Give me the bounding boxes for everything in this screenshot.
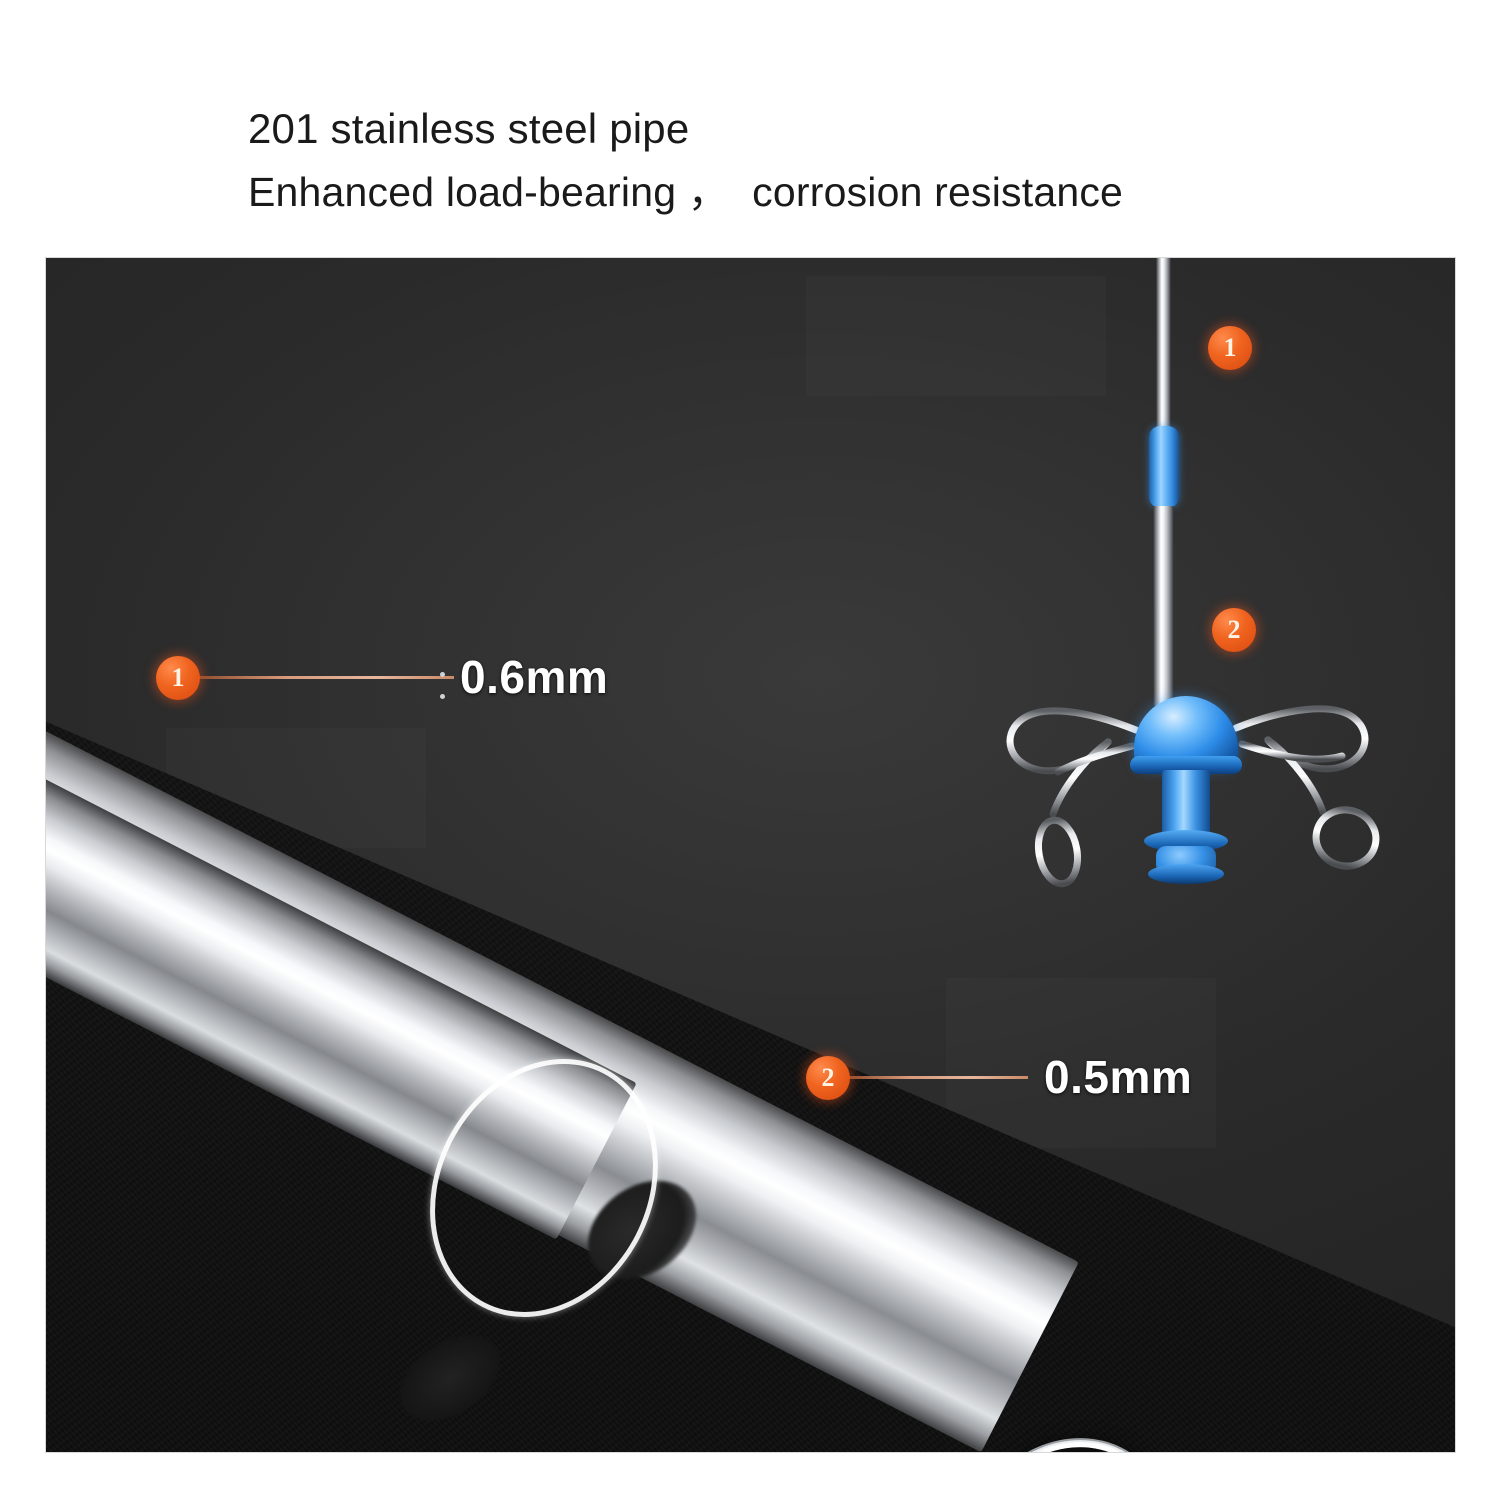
pole-marker-badge-1: 1	[1208, 326, 1252, 370]
pole-base-hub-dome	[1134, 696, 1238, 770]
pole-height-adjust-collar	[1149, 426, 1179, 508]
callout-1-leader-dot	[440, 694, 445, 699]
pole-upper-tube	[1156, 258, 1171, 452]
product-photo-panel: 1 0.6mm 2 0.5mm 1 2	[46, 258, 1455, 1452]
callout-1-leader-line	[196, 676, 454, 679]
callout-1-leader-dot	[440, 672, 445, 677]
panel-light-patch	[806, 276, 1106, 396]
product-title-line-1: 201 stainless steel pipe	[248, 105, 690, 152]
pole-marker-badge-2: 2	[1212, 608, 1256, 652]
pole-base-hub-rim	[1130, 756, 1242, 774]
callout-badge-1: 1	[156, 656, 200, 700]
dimension-label-0-5mm: 0.5mm	[1044, 1051, 1193, 1103]
pole-base-foot-ring	[1148, 864, 1224, 884]
product-title-line-2: Enhanced load-bearing ， corrosion resist…	[248, 169, 1124, 216]
pole-base-foot	[1156, 846, 1216, 882]
pole-base-stem	[1162, 770, 1210, 836]
callout-badge-2: 2	[806, 1056, 850, 1100]
header-text-block: 201 stainless steel pipe Enhanced load-b…	[248, 96, 1348, 225]
desk-surface-texture	[46, 704, 1455, 1452]
pole-base-flange	[1144, 830, 1228, 852]
callout-2-leader-line	[846, 1076, 1028, 1079]
dimension-label-0-6mm: 0.6mm	[460, 651, 609, 703]
pole-lower-tube	[1153, 506, 1174, 706]
